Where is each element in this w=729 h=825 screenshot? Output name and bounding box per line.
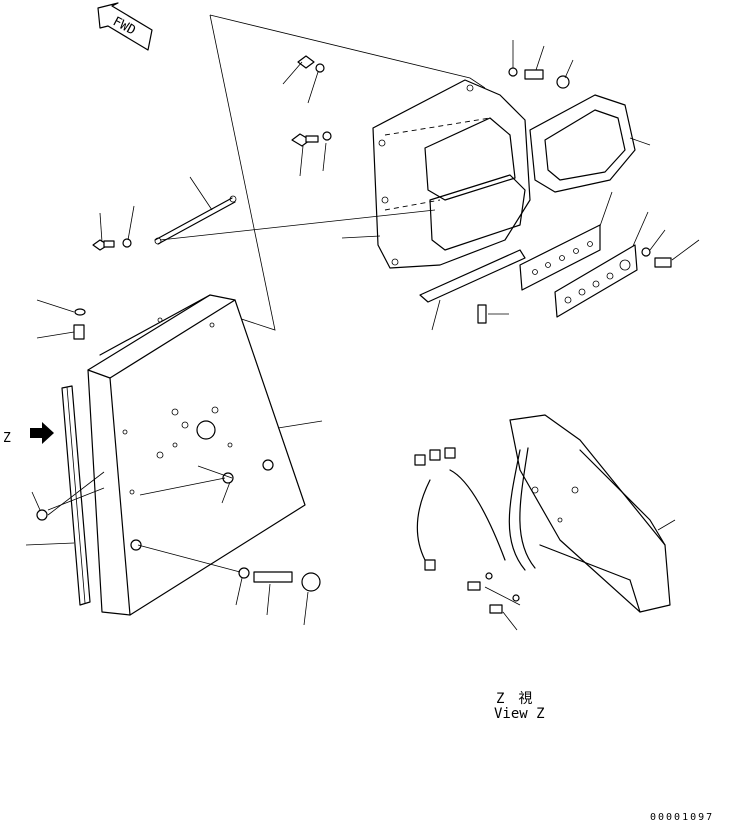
fwd-arrow: FWD — [97, 2, 153, 51]
view-marker: Z — [3, 431, 11, 446]
main-panel — [87, 294, 306, 616]
grille — [419, 249, 526, 303]
view-z-detail — [414, 414, 671, 614]
switch-plate-2 — [554, 244, 638, 318]
upper-bracket — [372, 79, 531, 269]
guide-line-left — [209, 14, 276, 331]
leader-lines — [25, 40, 700, 631]
rod — [154, 195, 237, 245]
view-caption-jp: Z 視 — [496, 691, 533, 707]
drawing-number: 00001097 — [650, 812, 715, 823]
switch-plate-1 — [519, 224, 601, 291]
edge-strip — [47, 385, 105, 606]
guide-line-top — [209, 14, 486, 89]
view-arrow: Z — [3, 422, 54, 446]
view-caption-en: View Z — [494, 706, 545, 722]
fasteners — [36, 55, 672, 592]
glass-pane — [529, 94, 636, 193]
